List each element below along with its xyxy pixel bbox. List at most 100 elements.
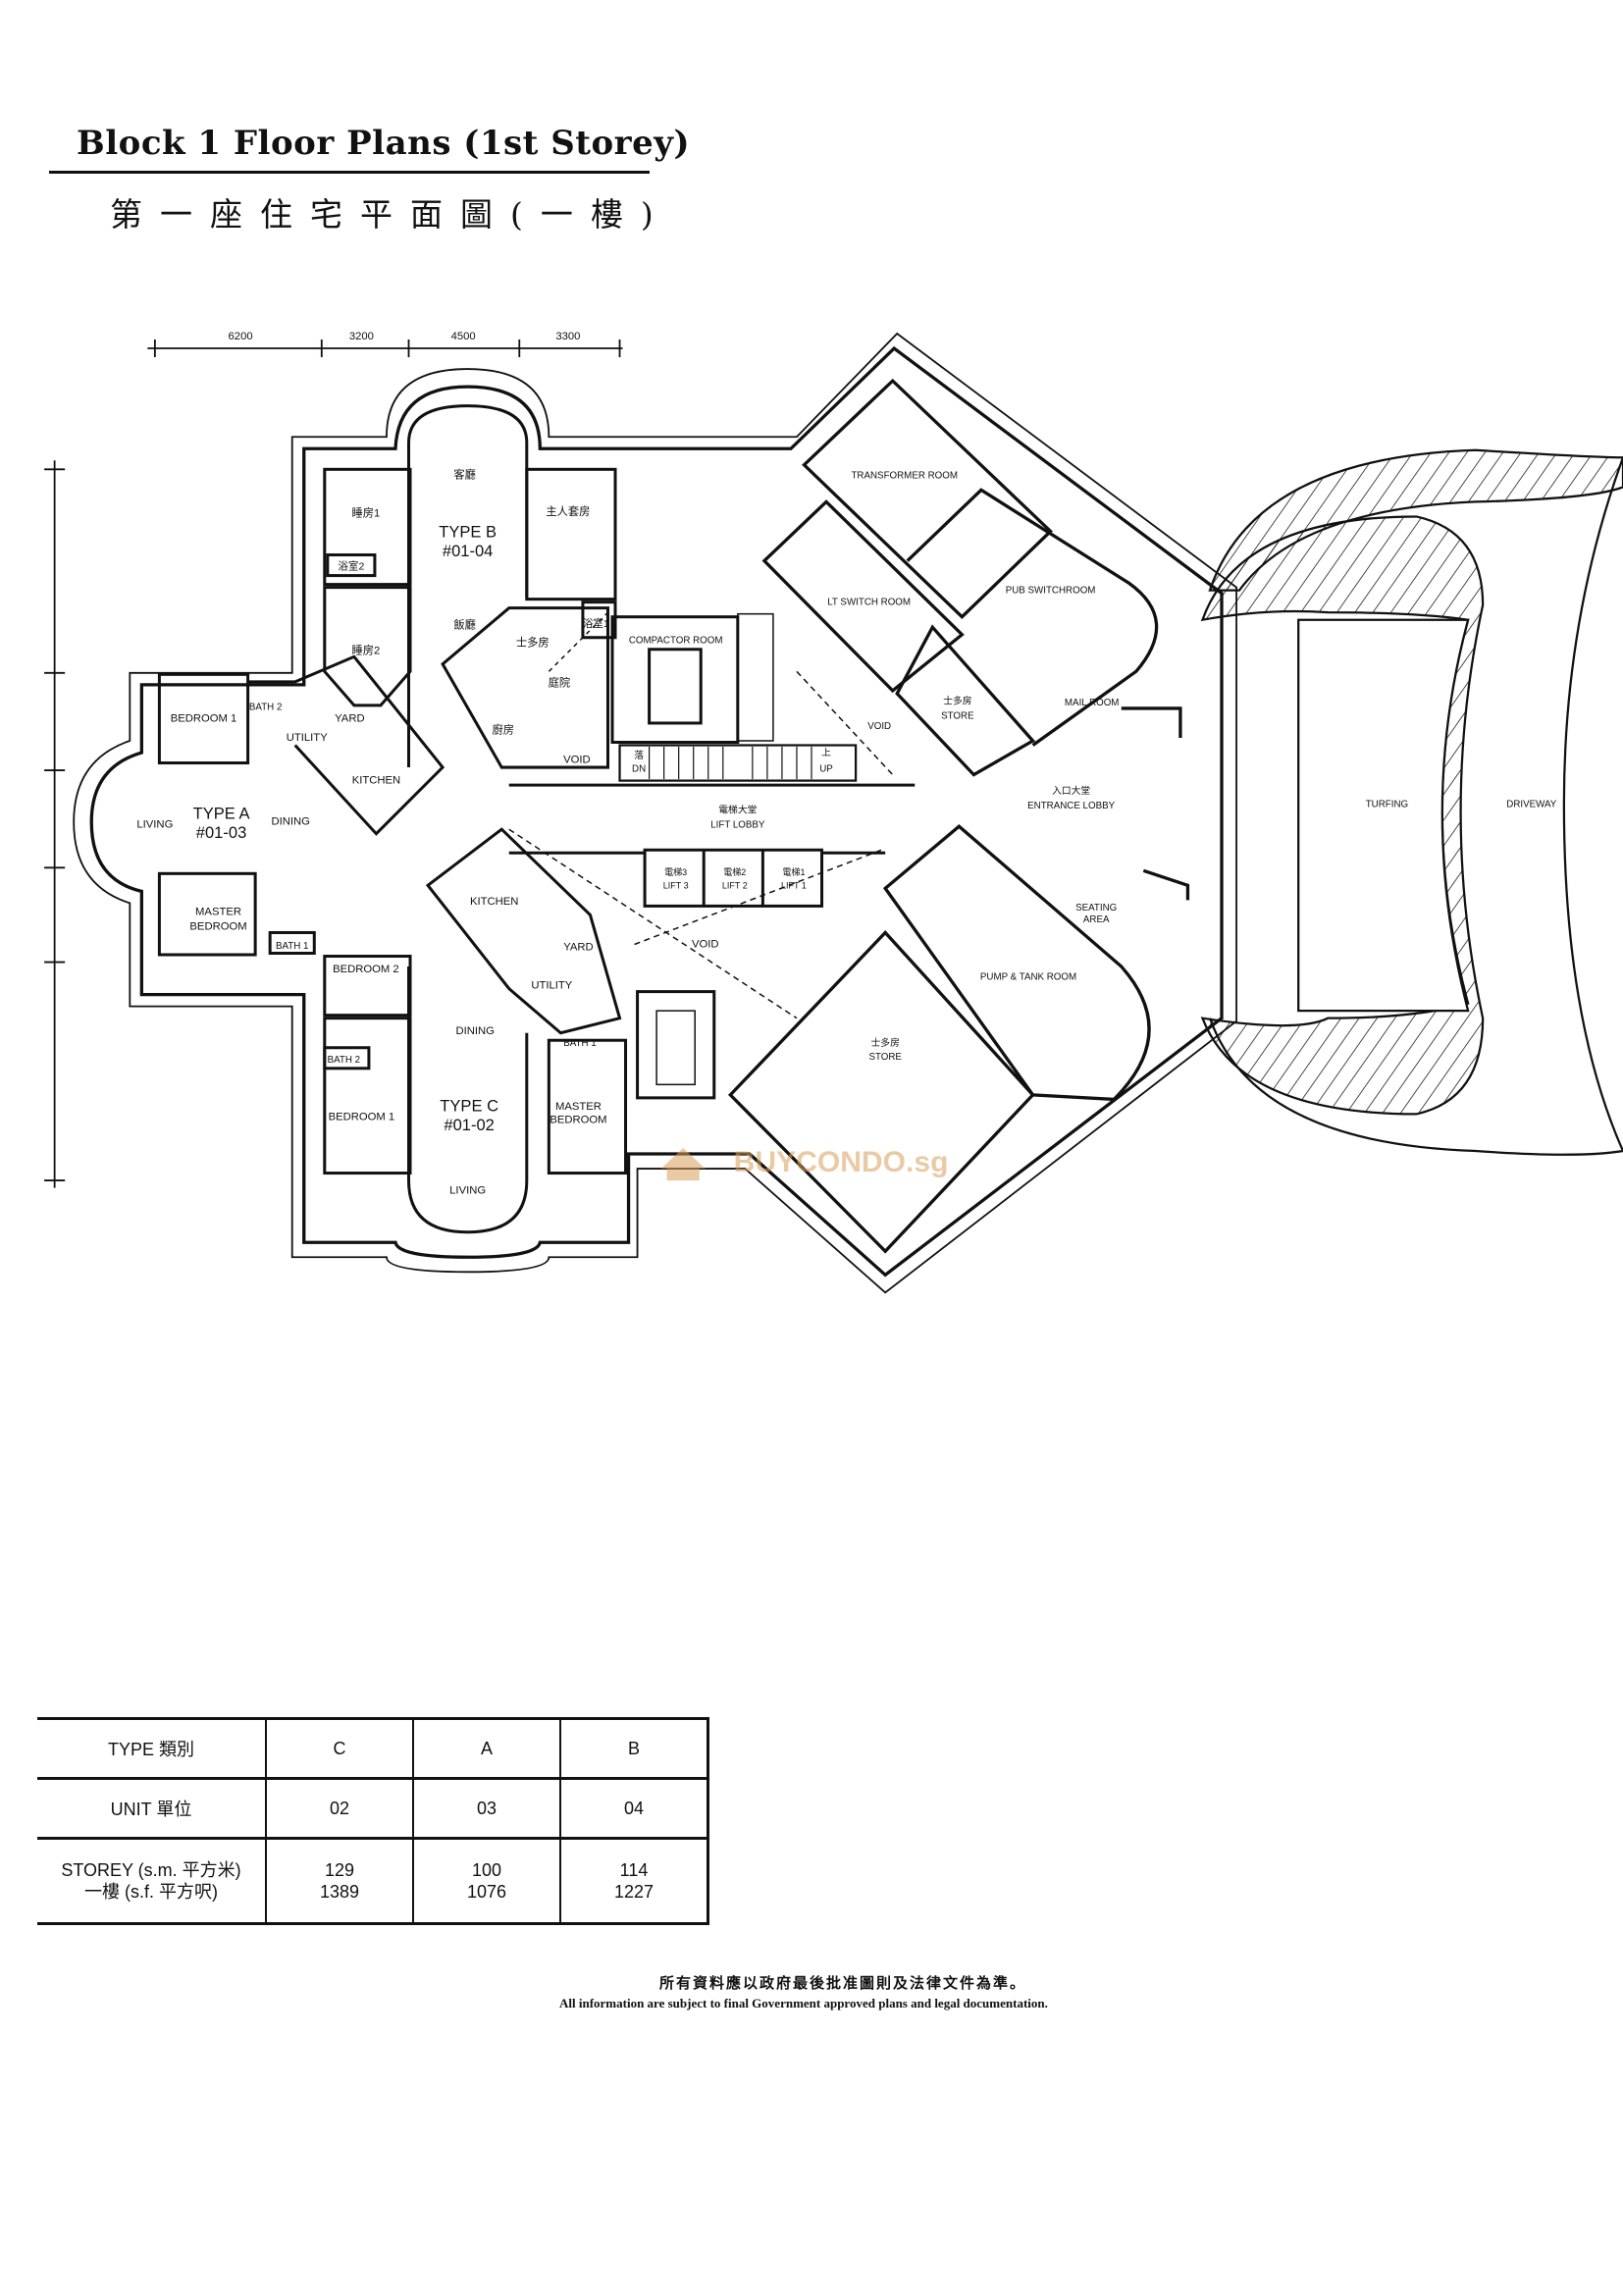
room-label: 入口大堂 [1052,784,1090,797]
area-sm: 129 [324,1860,355,1880]
room-label: PUMP & TANK ROOM [980,972,1076,983]
room-label: BATH 2 [249,702,282,712]
room-label: 士多房 [943,694,971,706]
room-label: BEDROOM [550,1114,606,1125]
lift-label: 電梯2 [723,866,746,877]
room-label: VOID [692,939,719,951]
disclaimer-english: All information are subject to final Gov… [559,1996,1048,2010]
room-label: 庭院 [549,675,571,689]
unit-type-label: TYPE B [439,522,497,541]
room-label: 廚房 [492,722,514,736]
room-label: MASTER [195,906,241,917]
area-label: TURFING [1366,800,1408,810]
lift-label: LIFT 2 [722,880,748,890]
room-label: LIVING [136,819,173,831]
page-title: Block 1 Floor Plans (1st Storey) [77,124,691,163]
area-sf: 1389 [319,1882,360,1902]
table-cell: 02 [266,1778,414,1840]
room-label: 主人套房 [546,505,590,518]
table-cell: 03 [413,1778,561,1840]
room-label: 浴室1 [583,617,609,630]
unit-type-a [157,654,445,957]
area-sm: 100 [471,1860,502,1880]
unit-type-label: TYPE C [440,1096,498,1115]
room-label: AREA [1083,914,1110,925]
table-row: STOREY (s.m. 平方米) 一樓 (s.f. 平方呎) 129 1389… [37,1838,709,1925]
dimension-label: 3300 [555,331,580,342]
room-label: STORE [868,1052,902,1063]
room-label: BATH 1 [563,1038,596,1049]
area-label-sm: STOREY (s.m. 平方米) [61,1860,241,1880]
stair-label: 落 [634,750,644,761]
room-label: STORE [941,710,974,721]
unit-area-table: TYPE 類別 C A B UNIT 單位 02 03 04 STOREY (s… [37,1717,709,1925]
room-label: 浴室2 [338,560,364,573]
room-label: BEDROOM [189,920,246,932]
room-label: KITCHEN [352,775,400,787]
area-sf: 1227 [613,1882,654,1902]
room-label: 飯廳 [453,618,476,632]
table-row: UNIT 單位 02 03 04 [37,1778,709,1840]
room-label: DINING [455,1025,494,1037]
table-cell: 100 1076 [413,1838,561,1925]
room-label: MAIL ROOM [1065,698,1120,708]
unit-number-label: #01-03 [196,823,246,842]
room-label: SEATING [1075,903,1117,913]
driveway-edge [1208,456,1623,1156]
unit-type-b [323,404,617,769]
lift-label: LIFT 1 [781,880,807,890]
row-header: UNIT 單位 [37,1778,267,1840]
room-label: UTILITY [531,980,572,992]
room-label: LIVING [449,1185,486,1197]
dimension-line [147,339,623,358]
lift-label: 電梯3 [664,866,687,877]
room-label: 士多房 [871,1036,900,1049]
site-boundary [73,332,1237,1294]
watermark-logo: BUYCONDO.sg [660,1146,949,1181]
room-label: YARD [335,712,364,724]
room-label: KITCHEN [470,896,518,908]
area-label-sf: 一樓 (s.f. 平方呎) [84,1882,218,1902]
room-label: 睡房2 [352,644,381,656]
stair-label: 上 [821,747,831,758]
room-label: 電梯大堂 [718,804,757,816]
room-label: BEDROOM 1 [329,1111,395,1122]
table-cell: 04 [560,1778,709,1840]
table-cell: 129 1389 [266,1838,414,1925]
room-label: COMPACTOR ROOM [629,636,723,647]
unit-number-label: #01-02 [444,1116,494,1134]
room-label: YARD [563,942,593,954]
room-label: DINING [271,816,309,828]
row-header: STOREY (s.m. 平方米) 一樓 (s.f. 平方呎) [37,1838,267,1925]
title-underline [49,171,650,174]
table-cell: C [266,1717,414,1780]
row-header: TYPE 類別 [37,1717,267,1780]
room-label: LIFT LOBBY [710,820,765,831]
watermark-text: BUYCONDO.sg [734,1146,949,1178]
dimension-label: 4500 [451,331,476,342]
stair-label: DN [632,764,646,775]
room-labels: 客廳 睡房1 主人套房 TYPE B #01-04 浴室2 浴室1 飯廳 睡房2… [136,467,1556,1196]
unit-number-label: #01-04 [443,542,493,560]
room-label: LT SWITCH ROOM [827,598,911,608]
table-cell: B [560,1717,709,1780]
room-label: BATH 1 [276,941,308,952]
table-cell: A [413,1717,561,1780]
lift-label: 電梯1 [782,866,805,877]
room-label: PUB SWITCHROOM [1006,586,1096,597]
dimension-label: 3200 [349,331,374,342]
stair-treads [648,747,812,780]
room-label: VOID [563,755,591,766]
disclaimer-chinese: 所有資料應以政府最後批准圖則及法律文件為準。 [659,1975,1027,1992]
service-core [508,612,916,1100]
room-label: 睡房1 [352,506,381,519]
house-icon [660,1148,706,1181]
vertical-dimension-line [44,460,66,1188]
room-label: TRANSFORMER ROOM [851,470,958,481]
room-label: BATH 2 [328,1055,360,1066]
unit-type-label: TYPE A [193,805,250,823]
room-label: 士多房 [516,636,550,650]
page-subtitle-chinese: 第一座住宅平面圖(一樓) [110,195,671,234]
area-label: DRIVEWAY [1506,800,1556,810]
